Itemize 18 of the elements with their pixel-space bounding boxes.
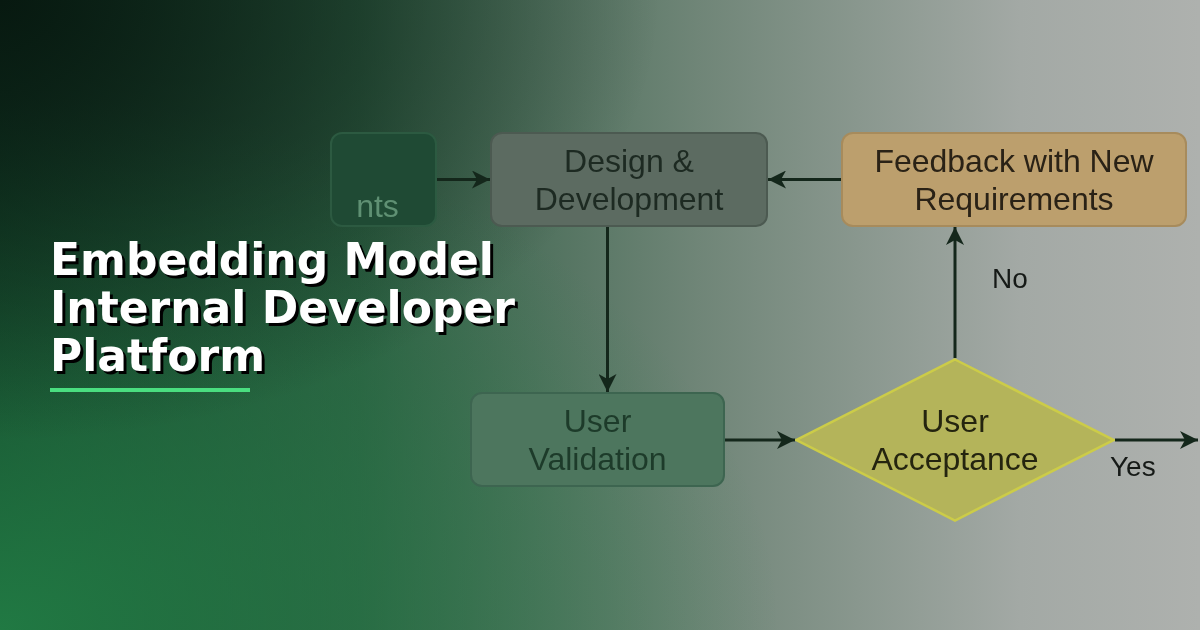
process-box xyxy=(470,392,725,487)
edge-label: No xyxy=(992,262,1028,296)
title: Embedding Model Internal Developer Platform xyxy=(50,236,516,380)
step-label: User Acceptance xyxy=(870,402,1040,478)
step-label: Feedback with New Requirements xyxy=(873,141,1155,218)
arrow xyxy=(437,170,490,189)
arrow xyxy=(725,431,795,449)
process-box xyxy=(490,132,768,227)
step-label: User Validation xyxy=(527,401,668,478)
arrow xyxy=(1115,431,1198,449)
arrow xyxy=(768,170,841,189)
step-label: Design & Development xyxy=(533,141,725,218)
process-box xyxy=(330,132,437,227)
edge-label: Yes xyxy=(1110,450,1156,484)
arrow xyxy=(598,227,617,392)
step-label: nts xyxy=(356,187,399,225)
process-box xyxy=(841,132,1187,227)
arrow xyxy=(946,227,964,358)
